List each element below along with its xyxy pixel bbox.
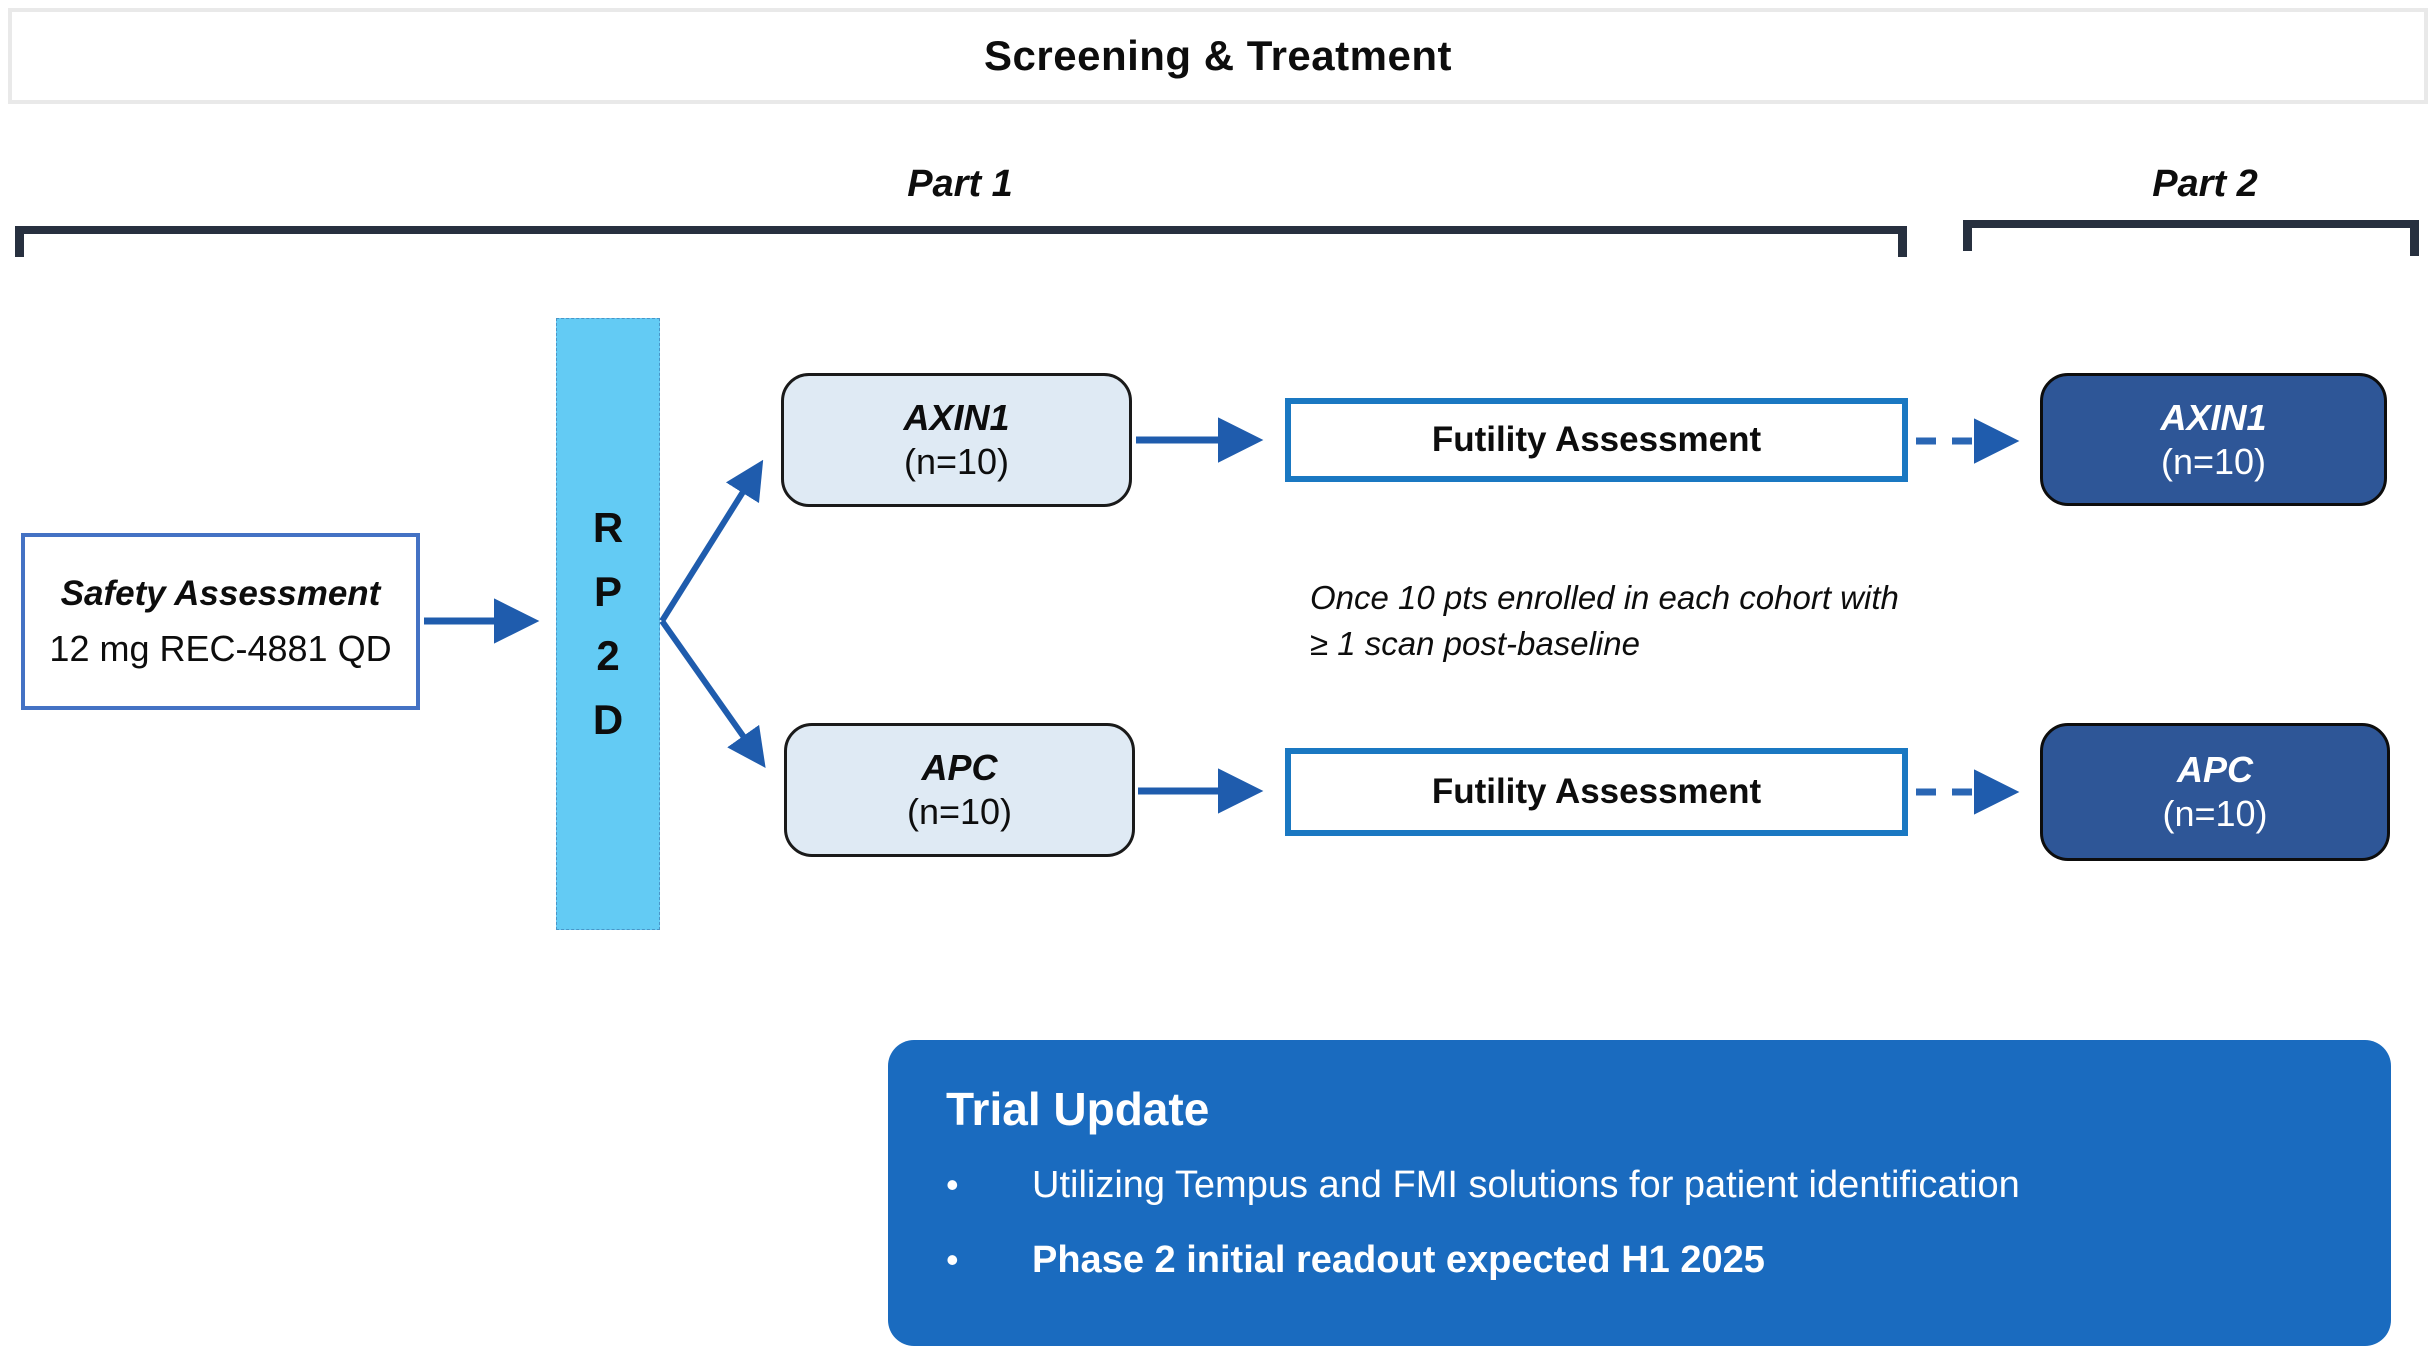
enrollment-note: Once 10 pts enrolled in each cohort with…	[1310, 575, 2290, 667]
safety-assessment-box: Safety Assessment 12 mg REC-4881 QD	[21, 533, 420, 710]
trial-update-bullet-1: • Utilizing Tempus and FMI solutions for…	[946, 1164, 2351, 1207]
part1-bracket	[15, 226, 1907, 257]
part2-label: Part 2	[2152, 163, 2258, 205]
safety-assessment-title: Safety Assessment	[60, 573, 381, 613]
futility-assessment-box-top: Futility Assessment	[1285, 398, 1908, 482]
cohort-n: (n=10)	[903, 441, 1010, 482]
cohort-n: (n=10)	[906, 791, 1013, 832]
cohort-name: AXIN1	[903, 397, 1010, 438]
rp2d-letter: D	[592, 696, 624, 743]
futility-assessment-label: Futility Assessment	[1431, 772, 1762, 811]
futility-assessment-box-bottom: Futility Assessment	[1285, 748, 1908, 836]
enrollment-note-line1: Once 10 pts enrolled in each cohort with	[1310, 579, 1899, 616]
cohort-name: APC	[921, 747, 998, 788]
arrow-rp2d-to-apc	[659, 619, 766, 768]
cohort-axin1-part1: AXIN1 (n=10)	[781, 373, 1132, 507]
rp2d-letter: R	[592, 504, 624, 551]
safety-assessment-dose: 12 mg REC-4881 QD	[49, 627, 392, 669]
arrow-rp2d-to-axin1	[659, 459, 764, 623]
cohort-n: (n=10)	[2160, 440, 2267, 482]
title-box: Screening & Treatment	[8, 8, 2428, 104]
cohort-name: APC	[2176, 749, 2253, 790]
cohort-axin1-part2: AXIN1 (n=10)	[2040, 373, 2387, 506]
cohort-apc-part1: APC (n=10)	[784, 723, 1135, 857]
trial-update-bullet-2: • Phase 2 initial readout expected H1 20…	[946, 1239, 2351, 1282]
bullet-text: Utilizing Tempus and FMI solutions for p…	[1032, 1164, 2020, 1206]
cohort-n: (n=10)	[2162, 793, 2268, 834]
futility-assessment-label: Futility Assessment	[1431, 420, 1762, 459]
enrollment-note-line2: ≥ 1 scan post-baseline	[1310, 625, 1640, 662]
page-title: Screening & Treatment	[984, 32, 1452, 79]
rp2d-letter: P	[593, 568, 622, 615]
part2-bracket	[1963, 220, 2419, 256]
rp2d-bar: R P 2 D	[556, 318, 660, 930]
cohort-name: AXIN1	[2160, 396, 2267, 438]
bullet-icon: •	[946, 1239, 959, 1280]
part1-label: Part 1	[907, 163, 1013, 205]
trial-update-heading: Trial Update	[946, 1083, 1210, 1135]
bullet-icon: •	[946, 1164, 959, 1205]
trial-update-panel: Trial Update • Utilizing Tempus and FMI …	[888, 1040, 2391, 1346]
rp2d-letter: 2	[596, 632, 620, 679]
bullet-text: Phase 2 initial readout expected H1 2025	[1032, 1239, 1765, 1281]
cohort-apc-part2: APC (n=10)	[2040, 723, 2390, 861]
